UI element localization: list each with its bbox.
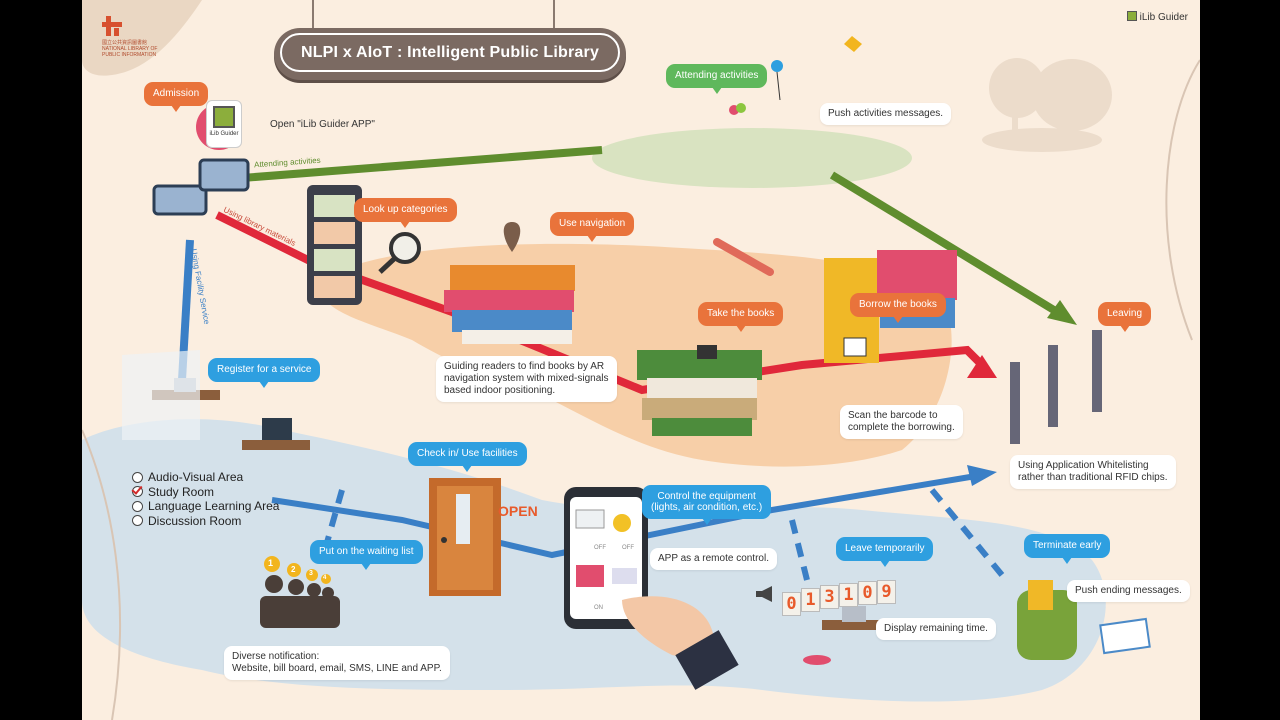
title-plaque: NLPI x AIoT : Intelligent Public Library [274,28,626,80]
app-grid-icon [213,106,235,128]
checkmark-icon [132,486,143,498]
queue-number: 2 [291,565,296,574]
note-scan-barcode: Scan the barcode to complete the borrowi… [840,405,963,439]
note-remote-control: APP as a remote control. [650,548,777,570]
pill-use-navigation: Use navigation [550,212,635,242]
area-option[interactable]: Discussion Room [132,514,279,529]
pill-control-equipment: Control the equipment (lights, air condi… [642,485,772,525]
area-option[interactable]: Language Learning Area [132,499,279,514]
area-option[interactable]: Audio-Visual Area [132,470,279,485]
phone-off-label: OFF [594,545,606,551]
area-option[interactable]: Study Room [132,485,279,500]
timer-digit: 3 [820,585,839,609]
page-title: NLPI x AIoT : Intelligent Public Library [300,43,600,61]
pill-leaving: Leaving [1098,302,1152,332]
pill-admission: Admission [144,82,209,112]
plaque-string-left [312,0,314,30]
pill-leave-temporarily: Leave temporarily [836,537,934,567]
pill-terminate-early: Terminate early [1024,534,1111,564]
app-icon-label: iLib Guider [209,131,239,137]
note-guiding: Guiding readers to find books by AR navi… [436,356,617,402]
infographic-canvas: 國立公共資訊圖書館 NATIONAL LIBRARY OF PUBLIC INF… [82,0,1200,720]
pill-register-service: Register for a service [208,358,321,388]
app-brand: iLib Guider [1126,11,1188,23]
note-open-app: Open "iLib Guider APP" [270,119,375,130]
radio-icon [132,471,143,483]
pill-check-in: Check in/ Use facilities [408,442,527,472]
radio-icon [132,500,143,512]
door-open-sign: OPEN [498,503,538,519]
pill-attending-activities: Attending activities [666,64,768,94]
pill-borrow-the-books: Borrow the books [850,293,946,323]
note-push-ending: Push ending messages. [1067,580,1190,602]
note-push-activities: Push activities messages. [820,103,952,125]
note-whitelisting: Using Application Whitelisting rather th… [1010,455,1176,489]
phone-off-label: OFF [622,545,634,551]
app-logo-icon [1126,11,1137,21]
app-icon[interactable]: iLib Guider [206,100,242,148]
background-art [82,0,1200,720]
timer-digit: 1 [839,583,858,607]
timer-digit: 9 [877,580,896,604]
pill-take-the-books: Take the books [698,302,784,332]
radio-icon [132,515,143,527]
timer-digit: 1 [801,588,820,612]
pill-look-up-categories: Look up categories [354,198,457,228]
queue-number: 3 [309,570,313,577]
timer-digit: 0 [782,592,801,616]
pill-waiting-list: Put on the waiting list [310,540,423,570]
queue-number: 4 [323,575,327,581]
note-diverse-notification: Diverse notification: Website, bill boar… [224,646,450,680]
queue-number: 1 [268,558,274,568]
phone-on-label: ON [594,605,603,611]
megaphone-icon [754,584,776,604]
timer-digit: 0 [858,581,877,605]
area-checklist: Audio-Visual Area Study Room Language Le… [132,470,279,528]
note-remaining-time: Display remaining time. [876,618,996,640]
entry-gate [152,184,208,216]
plaque-string-right [553,0,555,30]
org-name: 國立公共資訊圖書館 NATIONAL LIBRARY OF PUBLIC INF… [102,40,158,58]
nlpi-logo-icon [102,16,122,36]
